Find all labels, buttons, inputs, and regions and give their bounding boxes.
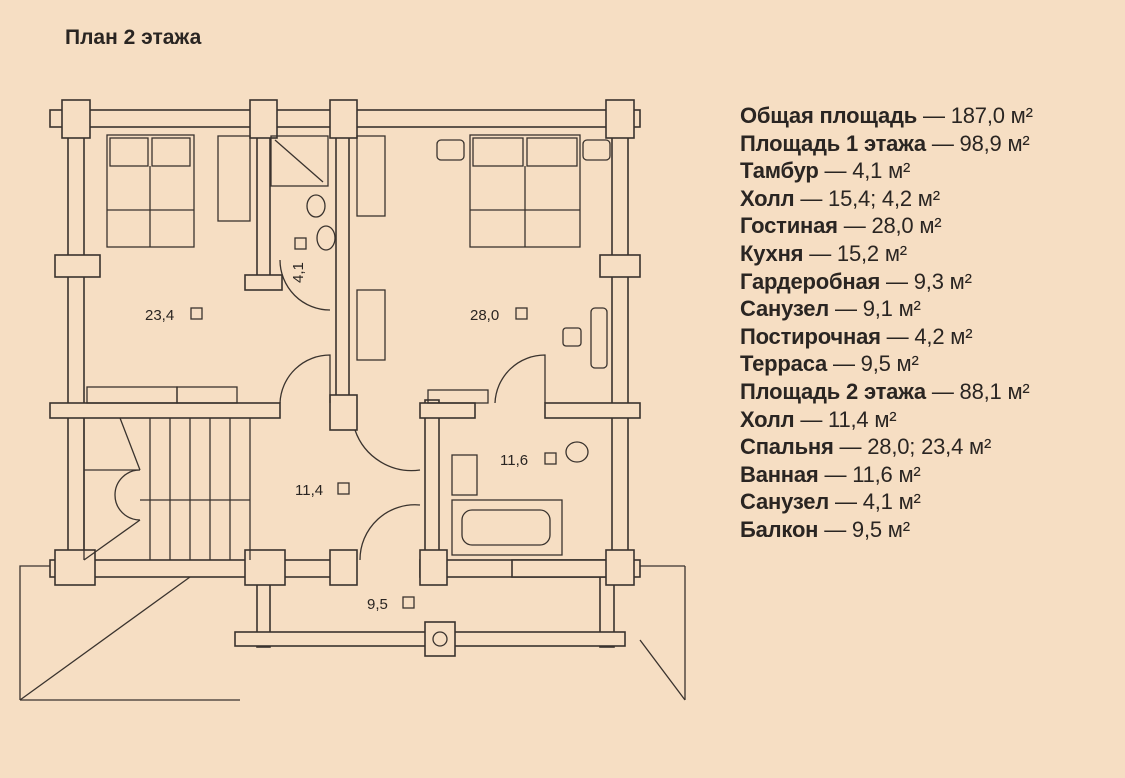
legend-row: Гостиная — 28,0 м² xyxy=(740,212,1033,240)
legend-row: Холл — 15,4; 4,2 м² xyxy=(740,185,1033,213)
legend-label: Площадь 2 этажа xyxy=(740,378,926,404)
legend-value: — 11,4 м² xyxy=(794,406,897,432)
room-area-label: 11,4 xyxy=(295,482,323,499)
legend-value: — 98,9 м² xyxy=(925,130,1030,156)
legend-row: Площадь 2 этажа — 88,1 м² xyxy=(740,378,1033,406)
square-meter-icon xyxy=(190,307,203,320)
legend-value: — 28,0; 23,4 м² xyxy=(833,434,992,460)
area-legend: Общая площадь — 187,0 м² Площадь 1 этажа… xyxy=(740,102,1033,544)
square-meter-icon xyxy=(515,307,528,320)
legend-value: — 15,4; 4,2 м² xyxy=(794,185,940,211)
legend-label: Терраса xyxy=(740,351,828,377)
legend-label: Гардеробная xyxy=(740,268,881,294)
legend-label: Балкон xyxy=(740,516,819,542)
square-meter-icon xyxy=(402,596,415,609)
legend-label: Постирочная xyxy=(740,323,881,349)
square-meter-icon xyxy=(544,452,557,465)
room-11-6: 11,6 xyxy=(500,452,557,469)
legend-row: Санузел — 9,1 м² xyxy=(740,295,1033,323)
legend-row: Терраса — 9,5 м² xyxy=(740,350,1033,378)
legend-value: — 9,5 м² xyxy=(818,516,910,542)
floor-plan: 23,4 4,1 28,0 11,6 11,4 9,5 xyxy=(19,99,686,701)
legend-row: Санузел — 4,1 м² xyxy=(740,488,1033,516)
legend-row: Общая площадь — 187,0 м² xyxy=(740,102,1033,130)
bathroom-fixtures xyxy=(270,135,589,556)
legend-label: Кухня xyxy=(740,240,804,266)
legend-label: Холл xyxy=(740,406,795,432)
legend-value: — 4,1 м² xyxy=(818,158,911,184)
legend-row: Тамбур — 4,1 м² xyxy=(740,157,1033,185)
legend-value: — 88,1 м² xyxy=(925,378,1030,404)
legend-label: Тамбур xyxy=(740,158,819,184)
legend-value: — 15,2 м² xyxy=(803,240,907,266)
legend-row: Гардеробная — 9,3 м² xyxy=(740,268,1033,296)
room-9-5: 9,5 xyxy=(367,596,415,613)
room-4-1: 4,1 xyxy=(290,237,307,283)
legend-value: — 9,5 м² xyxy=(827,351,919,377)
legend-label: Общая площадь xyxy=(740,103,918,128)
legend-label: Площадь 1 этажа xyxy=(740,130,926,156)
legend-value: — 11,6 м² xyxy=(818,461,921,487)
plan-title: План 2 этажа xyxy=(65,26,202,49)
legend-value: — 28,0 м² xyxy=(837,213,942,239)
legend-label: Холл xyxy=(740,185,795,211)
room-area-label: 9,5 xyxy=(367,596,388,613)
legend-row: Балкон — 9,5 м² xyxy=(740,516,1033,544)
legend-value: — 9,1 м² xyxy=(829,296,921,322)
legend-label: Санузел xyxy=(740,296,830,322)
legend-row: Холл — 11,4 м² xyxy=(740,406,1033,434)
legend-row: Площадь 1 этажа — 98,9 м² xyxy=(740,130,1033,158)
roof-outline xyxy=(19,565,686,701)
legend-row: Кухня — 15,2 м² xyxy=(740,240,1033,268)
legend-label: Ванная xyxy=(740,461,819,487)
room-11-4: 11,4 xyxy=(295,482,350,499)
room-area-label: 28,0 xyxy=(470,307,499,324)
walls xyxy=(49,99,641,657)
legend-row: Ванная — 11,6 м² xyxy=(740,461,1033,489)
furniture xyxy=(86,135,608,404)
room-28-0: 28,0 xyxy=(470,307,528,324)
legend-value: — 9,3 м² xyxy=(880,268,972,294)
bed-left xyxy=(106,134,195,248)
room-area-label: 11,6 xyxy=(500,452,528,469)
doors xyxy=(279,259,546,561)
room-23-4: 23,4 xyxy=(145,307,203,324)
square-meter-icon xyxy=(337,482,350,495)
legend-value: — 4,1 м² xyxy=(829,489,921,515)
legend-row: Постирочная — 4,2 м² xyxy=(740,323,1033,351)
legend-value: — 187,0 м² xyxy=(917,103,1033,128)
bed-right xyxy=(436,134,611,248)
legend-value: — 4,2 м² xyxy=(880,323,973,349)
legend-row: Спальня — 28,0; 23,4 м² xyxy=(740,433,1033,461)
room-area-label: 4,1 xyxy=(290,262,307,283)
square-meter-icon xyxy=(294,237,307,250)
legend-label: Гостиная xyxy=(740,213,838,239)
legend-label: Спальня xyxy=(740,434,834,460)
staircase xyxy=(83,417,251,561)
room-area-label: 23,4 xyxy=(145,307,174,324)
legend-label: Санузел xyxy=(740,489,830,515)
